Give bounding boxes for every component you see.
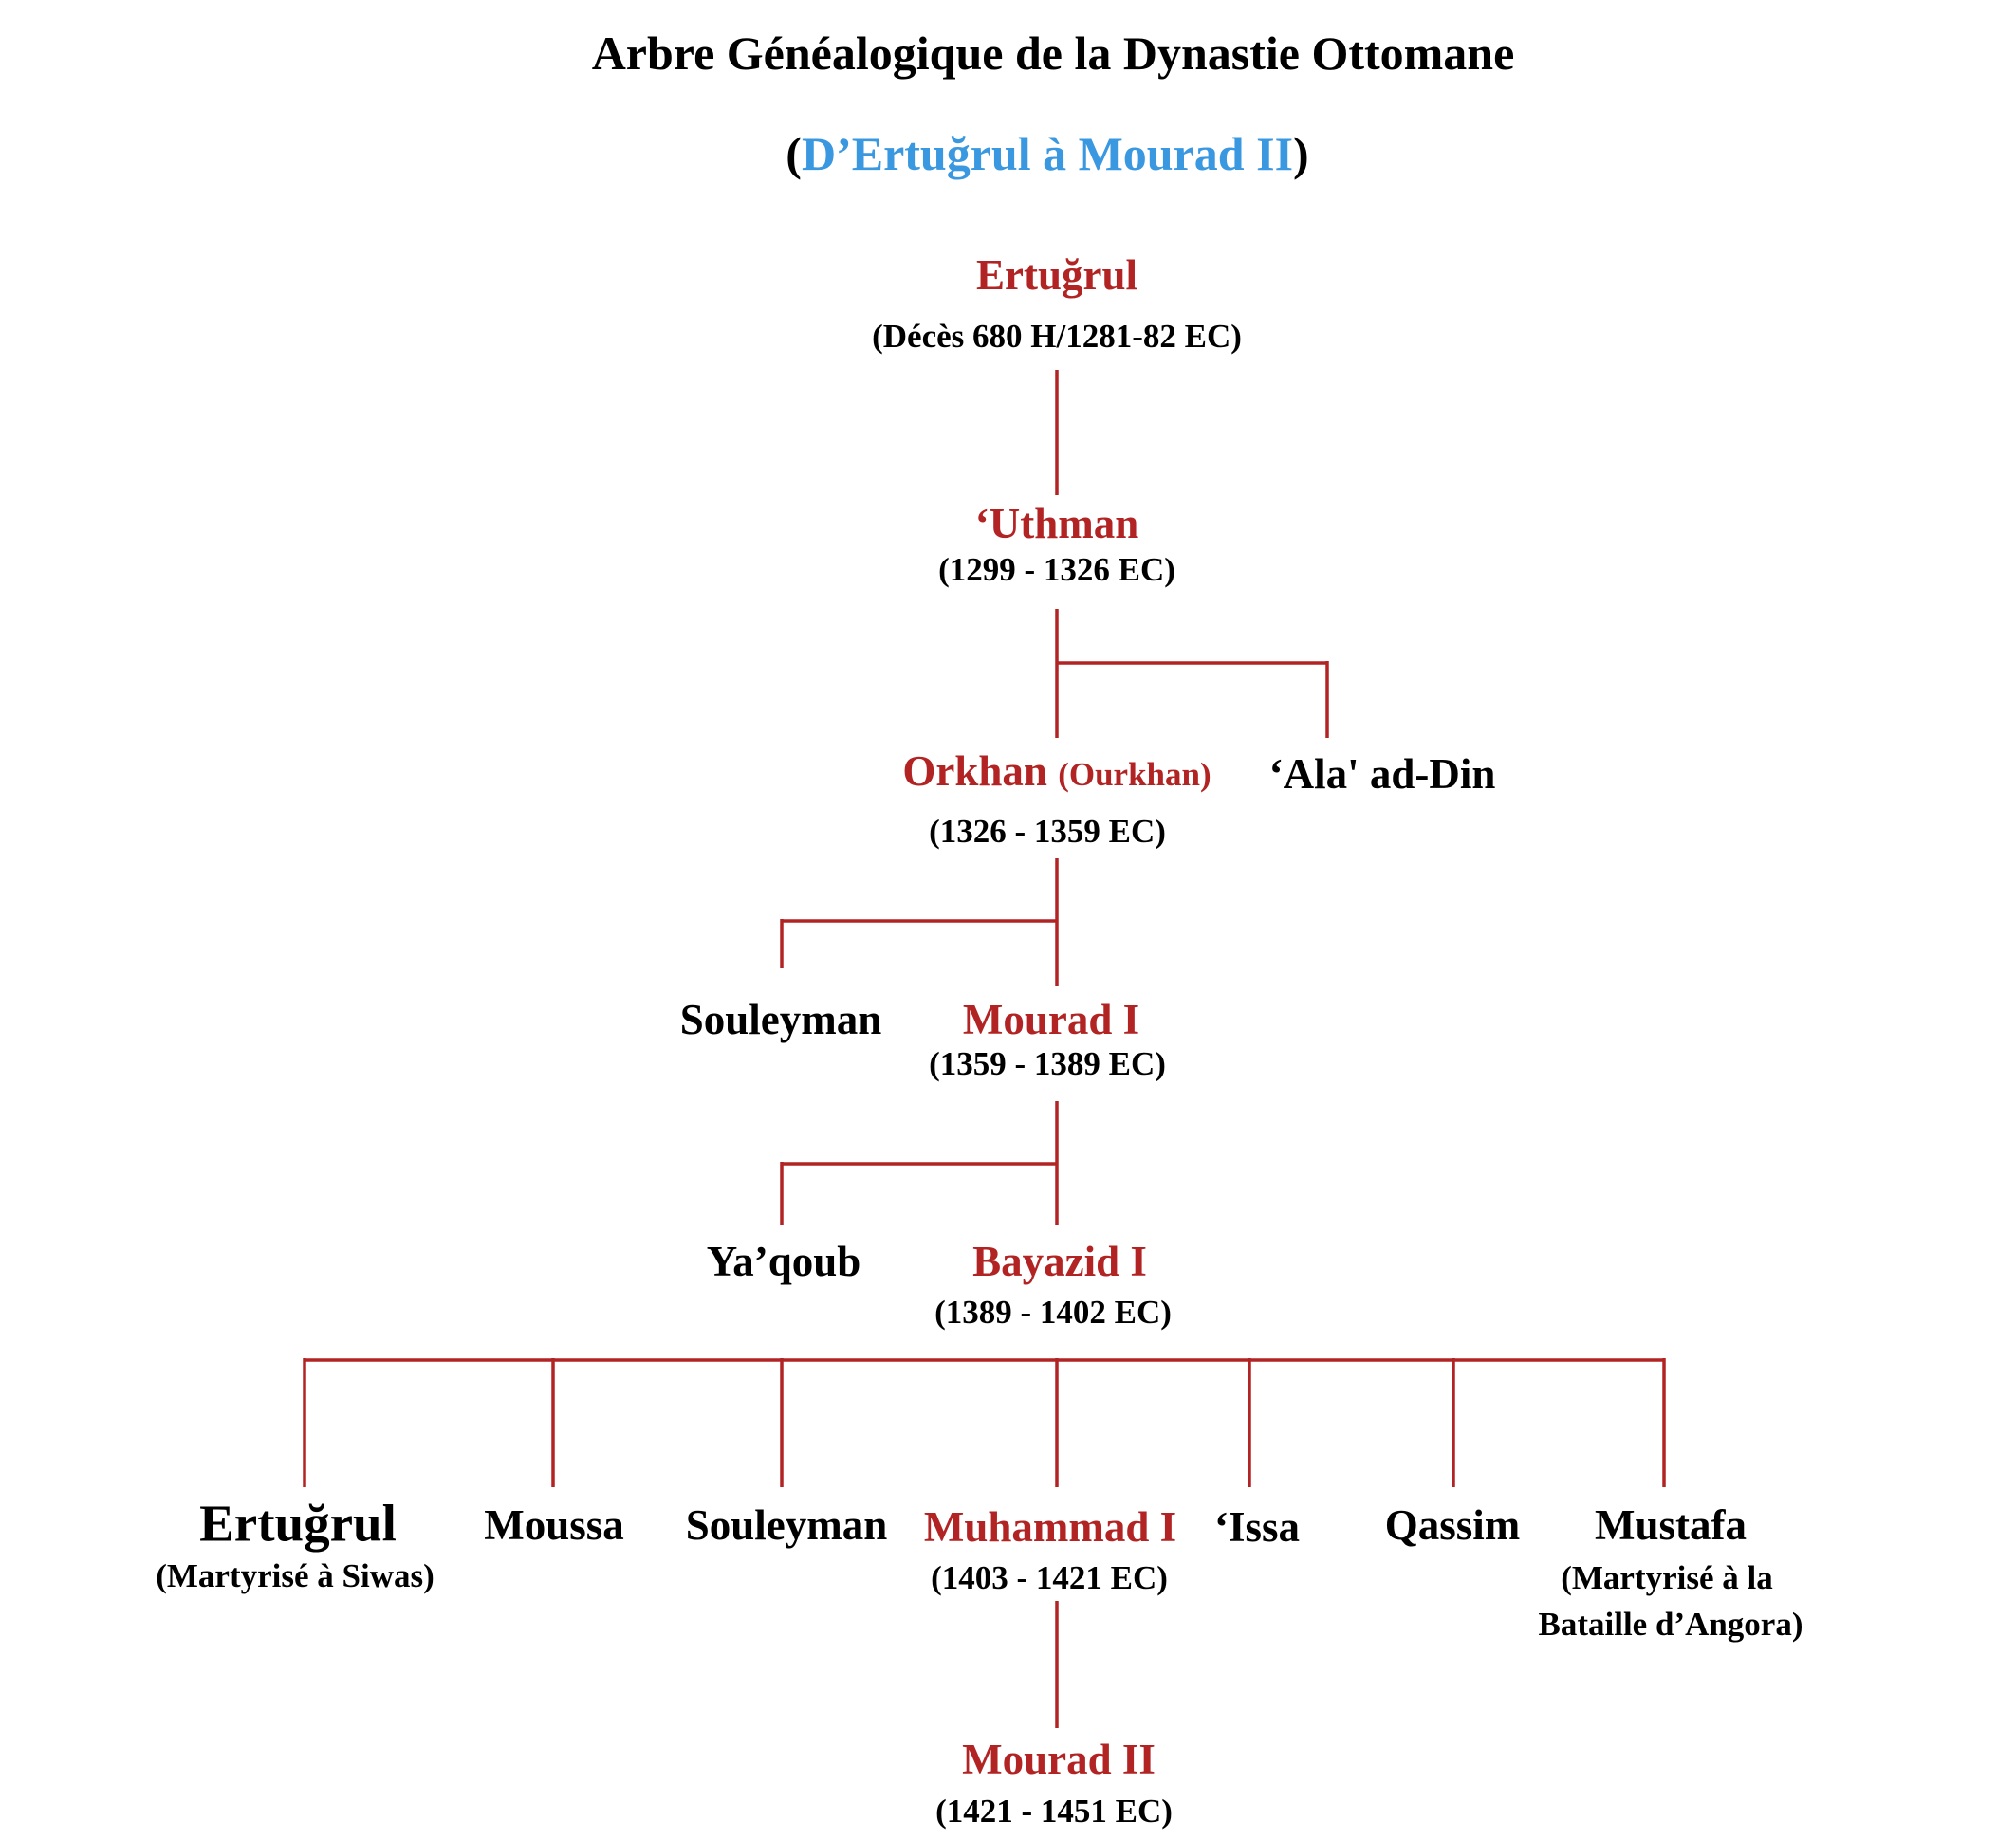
node-ertugrul-name: Ertuğrul (975, 251, 1138, 299)
node-ertugrul-dates: (Décès 680 H/1281-82 EC) (872, 318, 1242, 355)
paren: ) (1293, 127, 1309, 180)
page-subtitle: (D’Ertuğrul à Mourad II) (786, 126, 1308, 181)
paren: ( (786, 127, 802, 180)
node-mourad2-dates: (1421 - 1451 EC) (935, 1793, 1173, 1830)
node-mustafa-note-line2: Bataille d’Angora) (1538, 1606, 1803, 1643)
node-uthman-dates: (1299 - 1326 EC) (938, 551, 1175, 588)
node-mourad2-name: Mourad II (962, 1736, 1156, 1783)
node-orkhan-dates: (1326 - 1359 EC) (929, 813, 1166, 850)
node-muhammad1-dates: (1403 - 1421 EC) (931, 1559, 1168, 1596)
node-uthman-name: ‘Uthman (974, 500, 1139, 547)
orkhan-alt-name: (Ourkhan) (1058, 756, 1211, 793)
node-muhammad1-name: Muhammad I (923, 1503, 1177, 1551)
node-ala-ad-din-name: ‘Ala' ad-Din (1268, 750, 1496, 798)
node-mourad1-name: Mourad I (962, 996, 1140, 1043)
node-mustafa-note-line1: (Martyrisé à la (1561, 1559, 1773, 1596)
node-mustafa-name: Mustafa (1595, 1501, 1747, 1549)
node-bayazid1-dates: (1389 - 1402 EC) (934, 1294, 1172, 1331)
node-issa-name: ‘Issa (1213, 1503, 1301, 1551)
node-ertugrul2-name: Ertuğrul (199, 1494, 397, 1553)
node-mourad1-dates: (1359 - 1389 EC) (929, 1045, 1166, 1082)
node-orkhan-name: Orkhan (Ourkhan) (902, 746, 1211, 796)
node-souleyman2-name: Souleyman (685, 1501, 888, 1549)
node-moussa-name: Moussa (484, 1501, 624, 1549)
node-bayazid1-name: Bayazid I (972, 1238, 1147, 1285)
node-qassim-name: Qassim (1384, 1501, 1521, 1549)
node-yaqoub-name: Ya’qoub (706, 1238, 861, 1285)
page-title: Arbre Généalogique de la Dynastie Ottoma… (591, 27, 1515, 80)
node-ertugrul2-note: (Martyrisé à Siwas) (156, 1557, 435, 1594)
subtitle-text: D’Ertuğrul à Mourad II (801, 127, 1294, 180)
orkhan-name: Orkhan (902, 747, 1047, 795)
node-souleyman-name: Souleyman (679, 996, 882, 1043)
